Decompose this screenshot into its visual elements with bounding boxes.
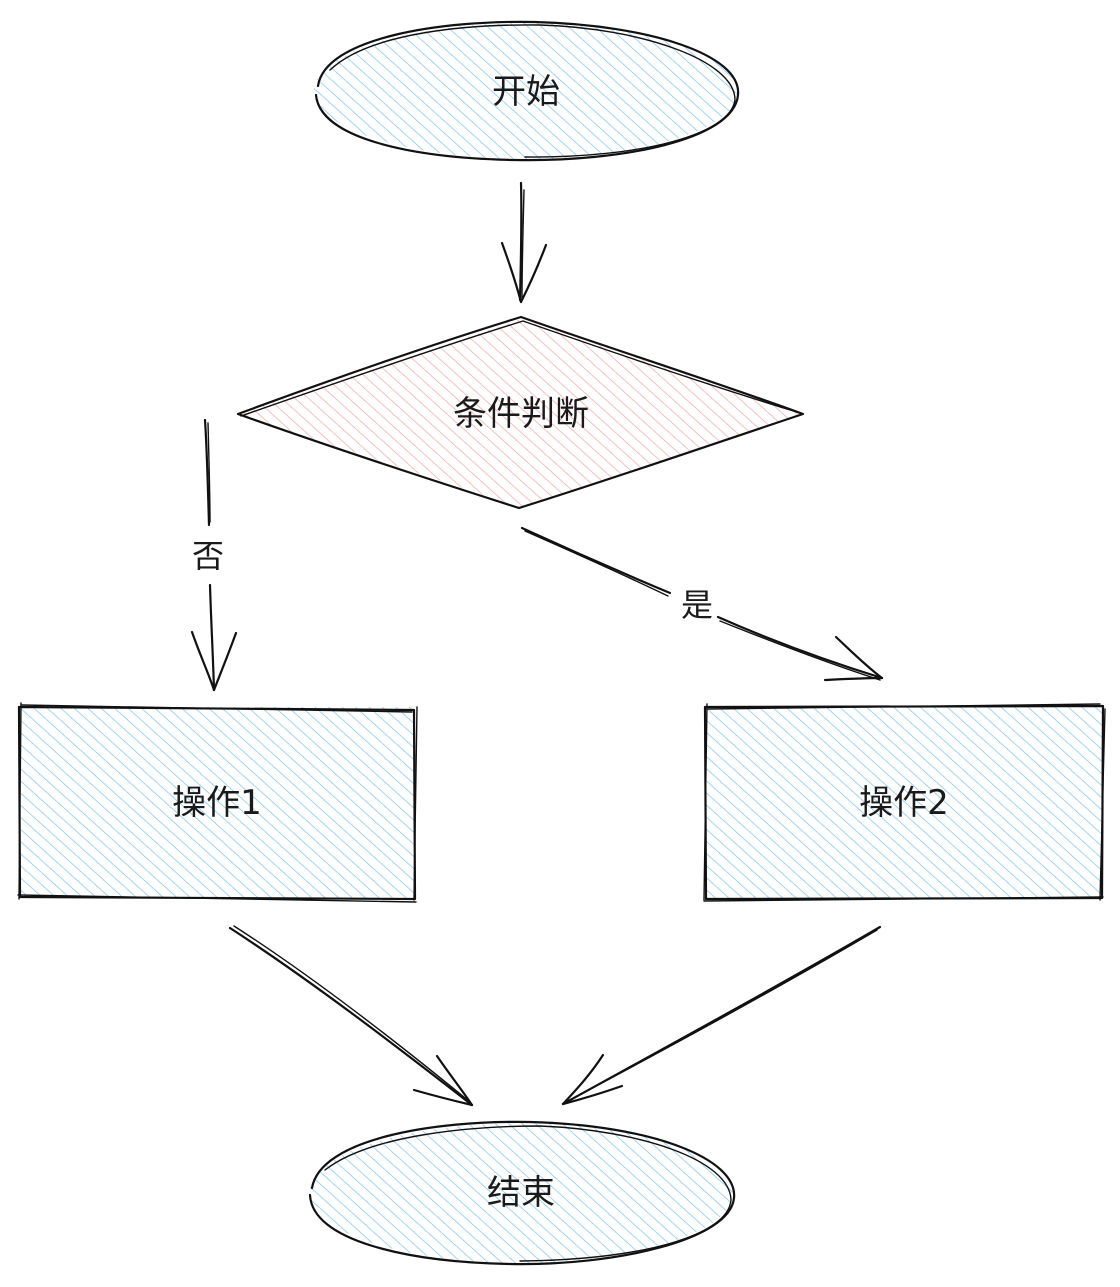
end-node: 结束 [308,1120,736,1266]
op2-node: 操作2 [703,703,1106,902]
start-label: 开始 [492,72,560,112]
arrow-start-to-decision [500,181,548,304]
arrow-yes: 是 [520,526,884,682]
arrow-op2-to-end [561,925,882,1106]
op2-label: 操作2 [859,783,949,823]
edge-label-no: 否 [192,537,224,575]
arrow-no: 否 [190,418,238,692]
edge-label-yes: 是 [681,586,713,624]
op1-label: 操作1 [172,783,262,823]
decision-label: 条件判断 [453,394,589,434]
arrow-op1-to-end [228,925,474,1107]
start-node: 开始 [314,20,740,162]
decision-node: 条件判断 [236,315,805,510]
end-label: 结束 [487,1173,555,1213]
op1-node: 操作1 [17,702,418,903]
